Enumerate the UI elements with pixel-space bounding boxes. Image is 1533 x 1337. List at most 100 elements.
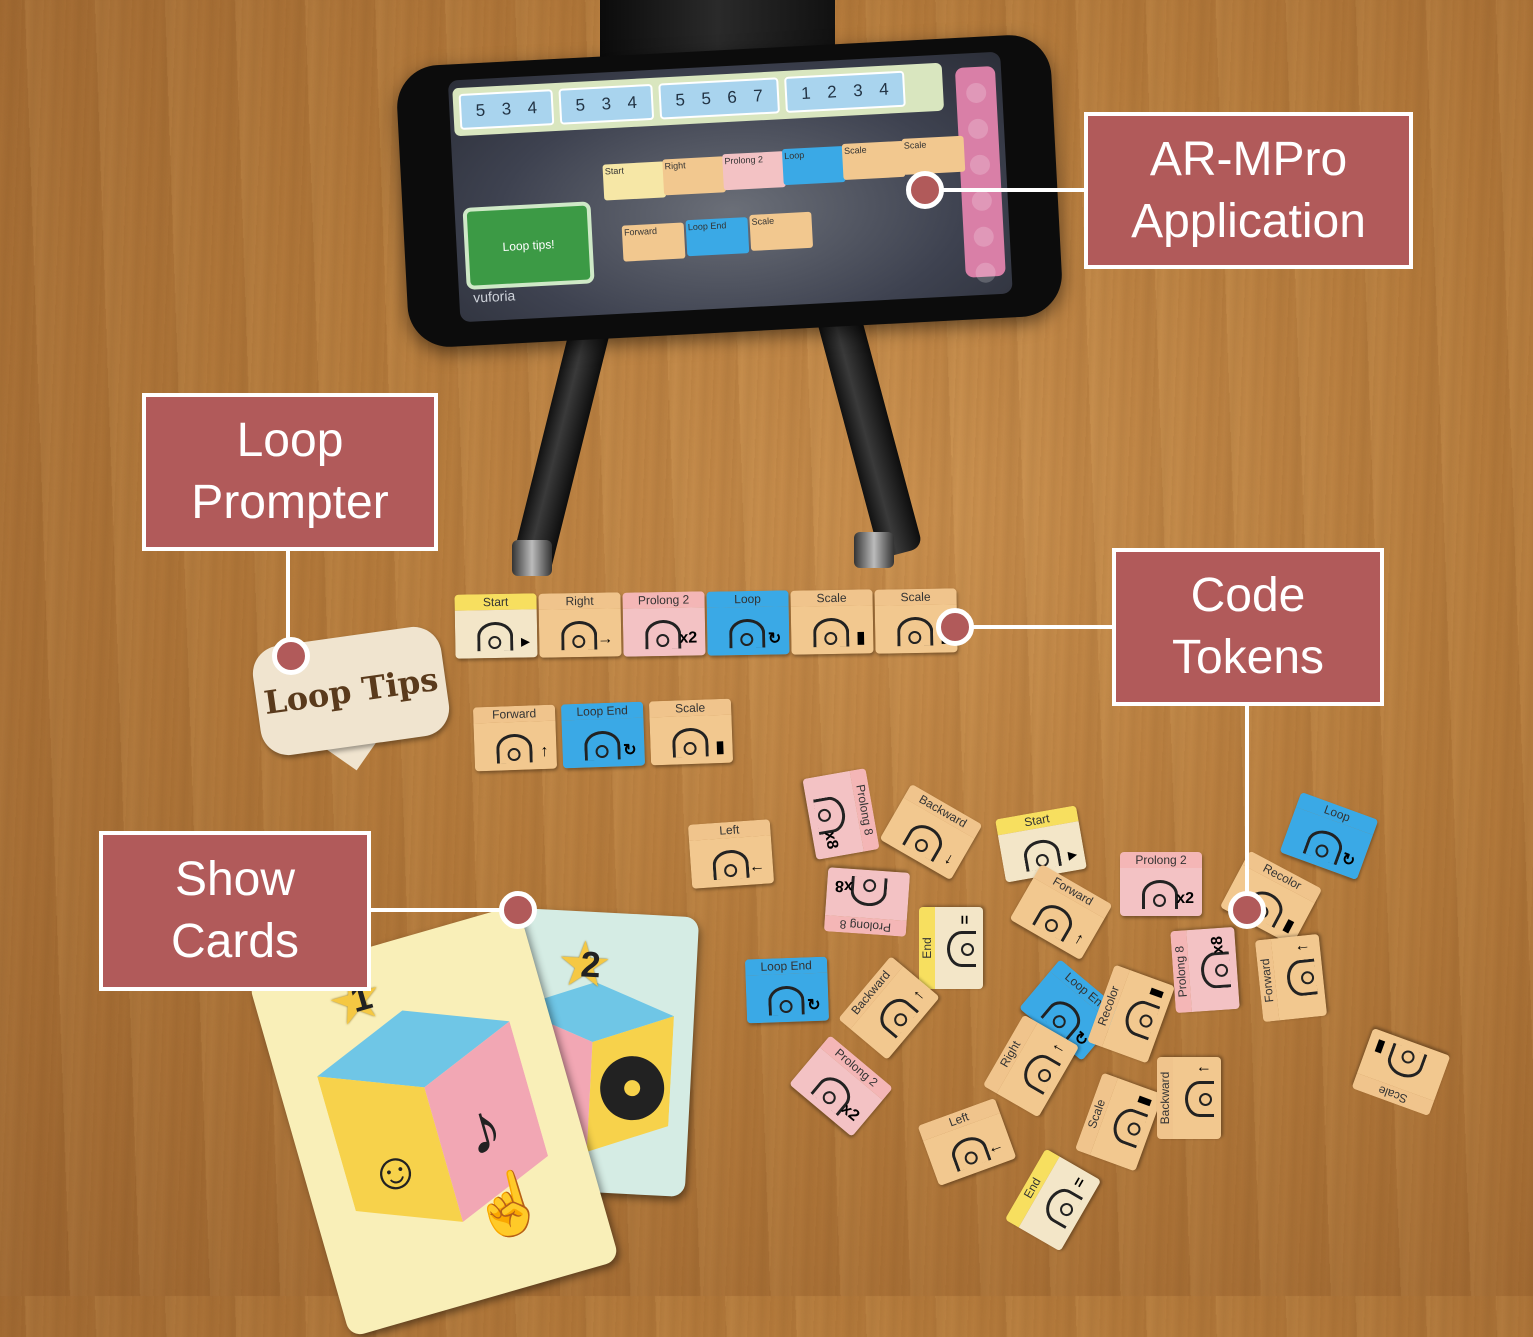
callout-code-tokens: Code Tokens	[1112, 548, 1384, 706]
tripod-leg-left	[510, 305, 615, 577]
code-token: Right →	[538, 592, 622, 658]
ui-number: 7	[752, 86, 764, 106]
code-token-accent-icon: ↓	[941, 849, 957, 869]
code-token-symbol: ▮	[649, 714, 734, 766]
code-token-symbol: ↑	[1270, 933, 1328, 1021]
code-token-accent-icon: ↑	[909, 986, 928, 1004]
callout-loop-prompter-line1: Loop	[236, 414, 344, 467]
code-token-symbol: ↑	[1173, 1057, 1221, 1139]
code-token-accent-icon: ↑	[1071, 929, 1087, 949]
code-token-accent-icon: →	[597, 630, 614, 648]
code-token-symbol: ↻	[561, 717, 646, 769]
callout-show-cards-line2: Cards	[170, 915, 300, 968]
code-token-accent-icon: =	[1070, 1174, 1090, 1192]
code-token: Loop↻	[706, 590, 790, 656]
code-token-label: Scale	[790, 589, 873, 607]
code-token-symbol: ↻	[706, 606, 790, 656]
connector-code-tokens-top	[970, 625, 1114, 629]
code-token: Loop End↻	[560, 701, 646, 769]
card-1-box-illustration: ♪ ☺	[317, 1010, 549, 1222]
code-token: Backward↓	[879, 783, 983, 881]
code-token-accent-icon: ▸	[1066, 846, 1078, 865]
ui-number: 6	[726, 87, 738, 107]
code-token-label: Backward	[1157, 1057, 1173, 1139]
ui-virtual-token: Scale	[841, 140, 906, 181]
ui-side-menu	[954, 65, 1006, 284]
ui-number: 5	[700, 88, 712, 109]
ui-number: 2	[826, 82, 838, 102]
code-token-accent-icon: ▸	[521, 633, 530, 651]
code-token-symbol: =	[935, 907, 983, 989]
callout-ar-app: AR-MPro Application	[1084, 112, 1413, 269]
code-token-label: End	[919, 907, 935, 989]
code-token-accent-icon: =	[957, 915, 974, 925]
callout-ar-app-line2: Application	[1131, 194, 1366, 248]
connector-ar-app	[940, 188, 1086, 192]
code-token-symbol: x8	[824, 867, 911, 921]
callout-loop-prompter-line2: Prompter	[191, 476, 389, 529]
code-token-accent-icon: ↻	[622, 741, 637, 760]
ui-number: 4	[627, 92, 638, 113]
code-token-accent-icon: x8	[834, 876, 854, 895]
ui-number: 3	[601, 94, 612, 114]
code-token: Prolong 2 x2	[622, 591, 706, 657]
ui-number: 3	[501, 99, 512, 119]
code-token-accent-icon: ↑	[540, 742, 549, 761]
code-token-symbol: =	[1018, 1156, 1102, 1252]
code-token-label: Prolong 2	[622, 591, 705, 609]
code-token-accent-icon: ↑	[1048, 1040, 1068, 1056]
ui-number: 4	[878, 79, 890, 100]
tripod-foot-left	[512, 540, 552, 576]
tripod-leg-right	[812, 294, 924, 559]
ui-number: 3	[852, 80, 864, 101]
code-token-accent-icon: x8	[820, 830, 841, 851]
ui-virtual-token: Loop	[781, 145, 846, 186]
code-token-accent-icon: ▮	[1372, 1037, 1387, 1057]
code-token-symbol: x2	[789, 1047, 883, 1137]
code-token: Scale▮	[648, 698, 734, 766]
code-token-label: Scale	[874, 588, 957, 606]
ui-number: 5	[674, 90, 686, 110]
card-2-number: 2	[579, 943, 602, 986]
vuforia-watermark: vuforia	[472, 287, 516, 306]
code-token: Prolong 2 x2	[1120, 852, 1202, 916]
code-token: Scale▮	[790, 589, 874, 655]
code-token-accent-icon: ▮	[1134, 1093, 1154, 1108]
code-token: End =	[919, 907, 983, 989]
code-token-label: Right	[538, 592, 621, 610]
code-token-accent-icon: ▮	[1146, 985, 1166, 1000]
code-token-symbol: ▮	[790, 605, 874, 655]
pin-loop-prompter	[272, 637, 310, 675]
pin-ar-app	[906, 171, 944, 209]
connector-show-cards	[369, 908, 501, 912]
code-token-accent-icon: x2	[1176, 890, 1194, 907]
code-token-accent-icon: ←	[748, 857, 766, 876]
code-token-accent-icon: x2	[679, 629, 698, 647]
connector-code-tokens-bottom	[1245, 704, 1249, 894]
code-token-symbol: x2	[1120, 868, 1202, 916]
code-token-symbol: ←	[688, 835, 775, 889]
code-token-symbol: x2	[622, 607, 706, 657]
ui-number: 5	[575, 95, 586, 115]
code-token-label: Prolong 2	[1120, 852, 1202, 868]
code-token: Backward↑	[1157, 1057, 1221, 1139]
code-token-accent-icon: ↻	[1338, 850, 1358, 871]
pin-show-cards	[499, 891, 537, 929]
code-token: Scale▮	[1074, 1072, 1164, 1172]
code-token-label: Loop	[706, 590, 789, 608]
code-token: Left←	[687, 819, 775, 889]
code-token-label: Start	[454, 593, 537, 611]
callout-show-cards: Show Cards	[99, 831, 371, 991]
code-token-accent-icon: ↻	[806, 996, 821, 1015]
code-token: Recolor▮	[1086, 964, 1176, 1064]
code-token-symbol: ↻	[745, 972, 830, 1024]
callout-loop-prompter: Loop Prompter	[142, 393, 438, 551]
ui-virtual-token: Start	[602, 161, 667, 201]
